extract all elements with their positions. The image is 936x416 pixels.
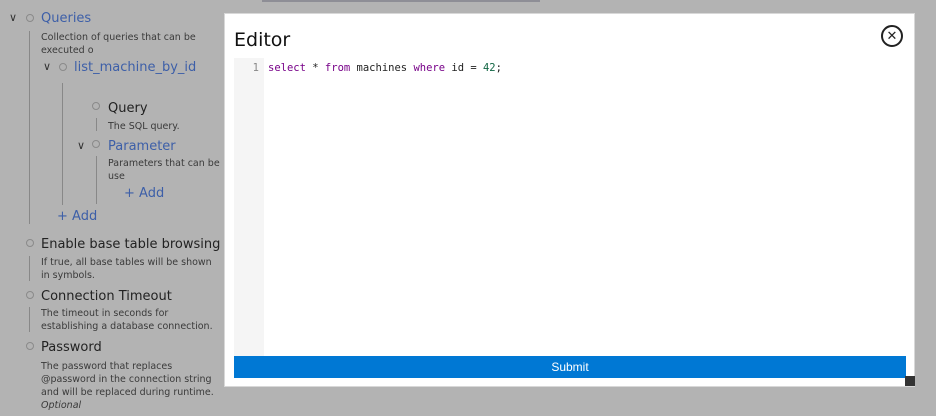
list-machine-title[interactable]: list_machine_by_id bbox=[74, 60, 197, 75]
top-bar bbox=[262, 0, 540, 2]
timeout-title: Connection Timeout bbox=[41, 289, 172, 304]
tree-line bbox=[29, 307, 30, 332]
close-circle-icon[interactable]: ✕ bbox=[881, 25, 903, 47]
query-title: Query bbox=[108, 101, 148, 116]
tree-line bbox=[29, 31, 30, 224]
password-desc: The password that replaces @password in … bbox=[41, 361, 214, 398]
circle-icon bbox=[26, 291, 34, 299]
query-desc: The SQL query. bbox=[108, 121, 180, 132]
code-line[interactable]: select * from machines where id = 42; bbox=[268, 62, 502, 74]
parameter-desc: Parameters that can be use bbox=[108, 158, 220, 182]
circle-icon bbox=[92, 140, 100, 148]
resize-handle[interactable] bbox=[905, 376, 915, 386]
submit-button[interactable]: Submit bbox=[234, 356, 906, 378]
add-query-button[interactable]: + Add bbox=[57, 209, 98, 224]
chevron-down-icon[interactable]: ∨ bbox=[77, 139, 86, 152]
line-number: 1 bbox=[252, 62, 259, 74]
token: machines bbox=[350, 62, 414, 74]
line-gutter: 1 bbox=[234, 58, 264, 356]
enable-browsing-desc: If true, all base tables will be shown i… bbox=[41, 257, 212, 281]
circle-icon bbox=[92, 102, 100, 110]
add-parameter-button[interactable]: + Add bbox=[124, 186, 165, 201]
parameter-title[interactable]: Parameter bbox=[108, 139, 176, 154]
password-optional: Optional bbox=[41, 400, 82, 411]
circle-icon bbox=[26, 239, 34, 247]
circle-icon bbox=[26, 14, 34, 22]
enable-browsing-title: Enable base table browsing bbox=[41, 237, 221, 252]
queries-title[interactable]: Queries bbox=[41, 11, 92, 26]
circle-icon bbox=[26, 342, 34, 350]
tree-line bbox=[96, 156, 97, 204]
tree-line bbox=[29, 256, 30, 281]
modal-title: Editor bbox=[234, 29, 291, 51]
circle-icon bbox=[59, 63, 67, 71]
number: 42 bbox=[482, 62, 496, 74]
code-editor[interactable]: 1 select * from machines where id = 42; bbox=[234, 58, 906, 356]
chevron-down-icon[interactable]: ∨ bbox=[9, 11, 18, 24]
token: ; bbox=[495, 62, 502, 74]
queries-desc: Collection of queries that can be execut… bbox=[41, 32, 196, 56]
keyword: where bbox=[413, 62, 446, 74]
chevron-down-icon[interactable]: ∨ bbox=[43, 60, 52, 73]
password-title: Password bbox=[41, 340, 102, 355]
tree-line bbox=[96, 118, 97, 131]
token: * bbox=[312, 62, 325, 74]
editor-modal: Editor ✕ 1 select * from machines where … bbox=[224, 13, 915, 387]
token: id = bbox=[445, 62, 483, 74]
keyword: select bbox=[268, 62, 306, 74]
keyword: from bbox=[324, 62, 351, 74]
tree-line bbox=[62, 83, 63, 205]
timeout-desc: The timeout in seconds for establishing … bbox=[41, 308, 213, 332]
